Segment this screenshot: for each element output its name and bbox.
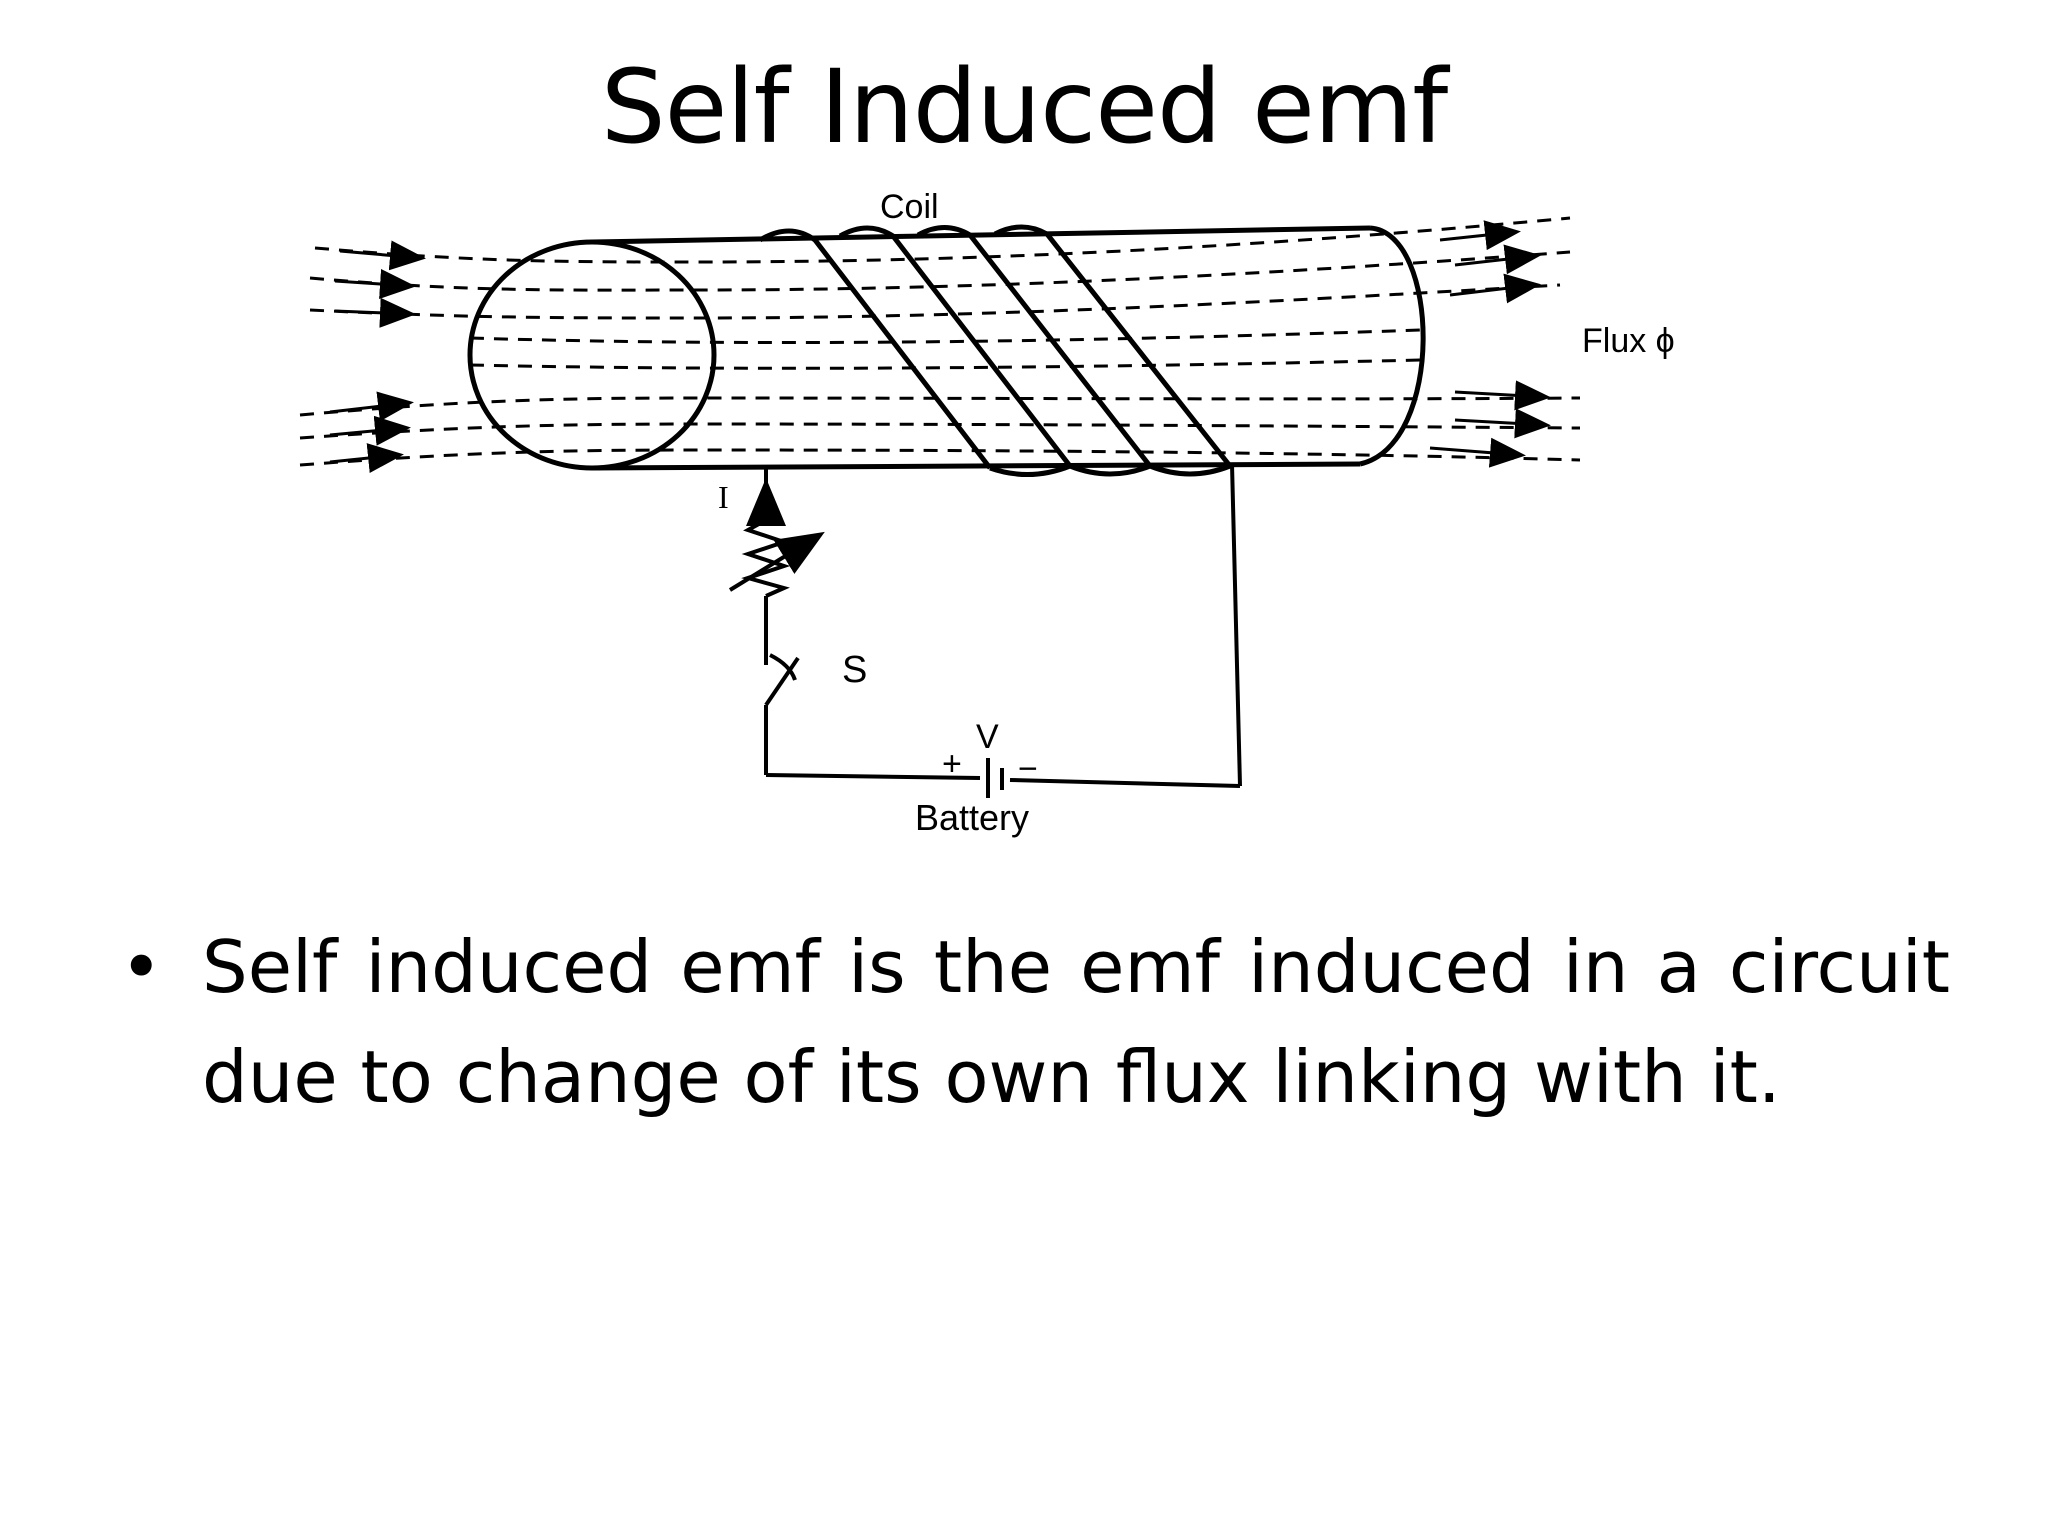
flux-line-6 — [299, 396, 1581, 417]
cylinder-bottom-edge — [591, 461, 1361, 471]
switch-arc — [769, 653, 797, 681]
flux-line-7 — [299, 422, 1581, 440]
flux-arrow — [1454, 380, 1551, 411]
minus-sign: − — [1018, 750, 1038, 788]
wire-bottom-left — [765, 773, 981, 780]
coil-bottom-loops — [989, 463, 1231, 477]
plus-sign: + — [942, 745, 962, 783]
coil-turn-1 — [758, 228, 992, 470]
slide-title: Self Induced emf — [600, 48, 1448, 167]
bullet-item: • Self induced emf is the emf induced in… — [120, 912, 1950, 1132]
rheostat-arrow — [728, 531, 825, 592]
flux-arrow — [339, 240, 426, 271]
flux-arrows-right — [1429, 220, 1551, 468]
cylinder-core — [467, 225, 1426, 471]
flux-arrow — [334, 297, 416, 328]
flux-label: Flux ϕ — [1582, 322, 1675, 360]
cylinder-right-end — [1359, 225, 1426, 467]
flux-line-3 — [309, 283, 1561, 320]
bullet-text: Self induced emf is the emf induced in a… — [202, 925, 1950, 1119]
coil-turn-4 — [993, 224, 1232, 468]
flux-arrow — [334, 269, 416, 299]
switch-label: S — [842, 649, 867, 691]
flux-arrow — [329, 415, 411, 446]
cylinder-left-end — [467, 239, 717, 471]
flux-arrow — [1449, 273, 1541, 304]
coil-turn-3 — [916, 225, 1152, 468]
flux-arrow — [1429, 437, 1526, 468]
flux-arrows-left — [329, 240, 426, 473]
flux-line-4 — [469, 328, 1421, 345]
circuit-wires — [764, 463, 1242, 788]
flux-line-8 — [299, 448, 1581, 467]
battery-label: Battery — [915, 797, 1029, 838]
flux-arrow — [329, 391, 414, 422]
wire-right — [1230, 463, 1242, 787]
flux-arrow — [1454, 408, 1551, 439]
switch-lever — [764, 656, 800, 707]
flux-line-2 — [309, 250, 1571, 292]
battery-symbol — [986, 758, 1004, 798]
bullet-list: • Self induced emf is the emf induced in… — [120, 912, 1950, 1132]
cylinder-top-edge — [591, 225, 1371, 245]
coil-windings — [758, 224, 1232, 477]
flux-arrow — [1454, 244, 1541, 275]
current-label: I — [718, 479, 729, 515]
self-induction-diagram: Coil Flux ϕ I S V + − Battery — [299, 188, 1675, 838]
voltage-label: V — [976, 718, 999, 756]
switch-symbol — [764, 653, 800, 707]
flux-line-1 — [314, 216, 1571, 264]
flux-arrow — [329, 443, 404, 473]
flux-line-5 — [469, 358, 1421, 370]
flux-lines — [299, 216, 1581, 467]
wire-bottom-right — [1009, 778, 1241, 788]
rheostat-symbol — [728, 518, 825, 598]
bullet-marker: • — [120, 925, 163, 1009]
coil-turn-2 — [838, 225, 1072, 468]
coil-label: Coil — [880, 188, 939, 226]
flux-arrow — [1439, 220, 1521, 251]
resistor-zigzag — [741, 518, 791, 598]
